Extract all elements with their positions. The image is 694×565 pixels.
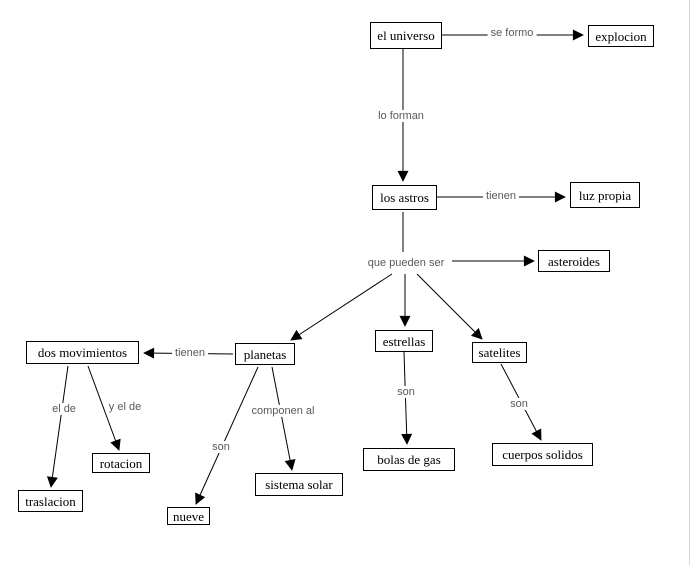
node-planetas[interactable]: planetas [235,343,295,365]
node-traslacion[interactable]: traslacion [18,490,83,512]
link-label-se-formo[interactable]: se formo [487,26,537,40]
node-bolas-de-gas[interactable]: bolas de gas [363,448,455,471]
link-label-tienen-luz[interactable]: tienen [483,189,519,203]
node-los-astros[interactable]: los astros [372,185,437,210]
node-estrellas[interactable]: estrellas [375,330,433,352]
link-label-que-pueden-ser[interactable]: que pueden ser [364,256,448,270]
link-label-son-bolas[interactable]: son [394,385,418,399]
node-explocion[interactable]: explocion [588,25,654,47]
link-label-y-el-de[interactable]: y el de [105,400,145,414]
node-nueve[interactable]: nueve [167,507,210,525]
node-satelites[interactable]: satelites [472,342,527,363]
link-label-tienen-movimientos[interactable]: tienen [172,346,208,360]
node-dos-movimientos[interactable]: dos movimientos [26,341,139,364]
node-sistema-solar[interactable]: sistema solar [255,473,343,496]
link-label-el-de[interactable]: el de [49,402,79,416]
link-label-son-nueve[interactable]: son [209,440,233,454]
node-cuerpos-solidos[interactable]: cuerpos solidos [492,443,593,466]
node-rotacion[interactable]: rotacion [92,453,150,473]
link-label-son-cuerpos[interactable]: son [507,397,531,411]
link-label-componen-al[interactable]: componen al [248,404,318,418]
node-luz-propia[interactable]: luz propia [570,182,640,208]
node-asteroides[interactable]: asteroides [538,250,610,272]
node-el-universo[interactable]: el universo [370,22,442,49]
canvas-right-edge-line [689,0,690,565]
link-label-lo-forman[interactable]: lo forman [375,109,427,123]
